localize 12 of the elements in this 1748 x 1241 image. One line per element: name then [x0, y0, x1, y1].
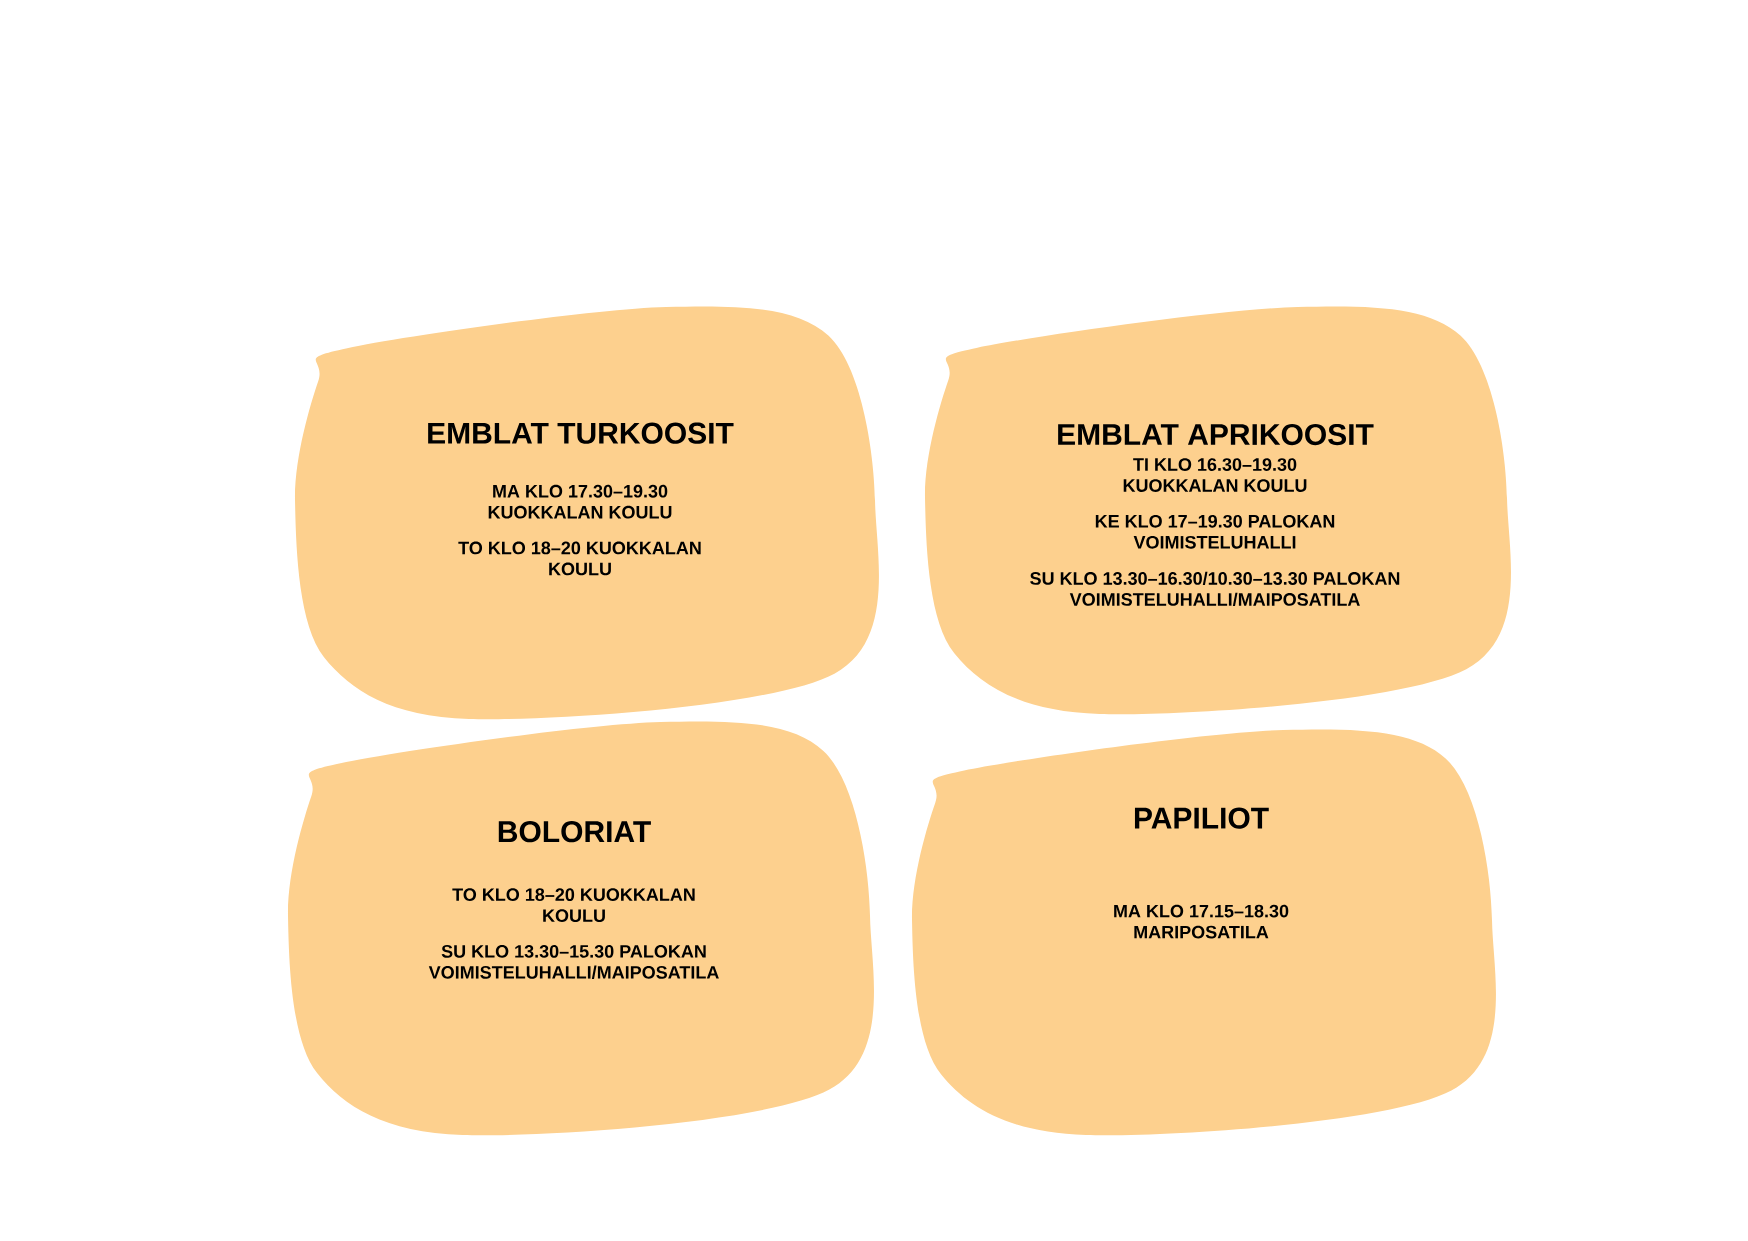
card-heading: PAPILIOT: [1134, 807, 1269, 829]
schedule-text: TI KLO 16.30–19.30 KUOKKALAN KOULU: [1123, 458, 1307, 492]
card-heading: EMBLAT APRIKOOSIT: [1058, 423, 1374, 446]
schedule-text: SU KLO 13.30–16.30/10.30–13.30 PALOKAN VOIMISTELUHALLI/MAIPOSATILA: [1030, 571, 1400, 607]
schedule-text: MA KLO 17.30–19.30 KUOKKALAN KOULU: [488, 484, 672, 519]
schedule-text: TO KLO 18–20 KUOKKALAN KOULU: [452, 888, 695, 922]
schedule-text: MA KLO 17.15–18.30 MARIPOSATILA: [1114, 904, 1289, 939]
card-heading: EMBLAT TURKOOSIT: [428, 422, 734, 444]
schedule-text: TO KLO 18–20 KUOKKALAN KOULU: [458, 541, 701, 576]
schedule-text: KE KLO 17–19.30 PALOKAN VOIMISTELUHALLI: [1095, 514, 1335, 549]
schedule-text: SU KLO 13.30–15.30 PALOKAN VOIMISTELUHALLI/MAIPOSATILA: [428, 945, 719, 979]
card-heading: BOLORIAT: [498, 821, 651, 843]
